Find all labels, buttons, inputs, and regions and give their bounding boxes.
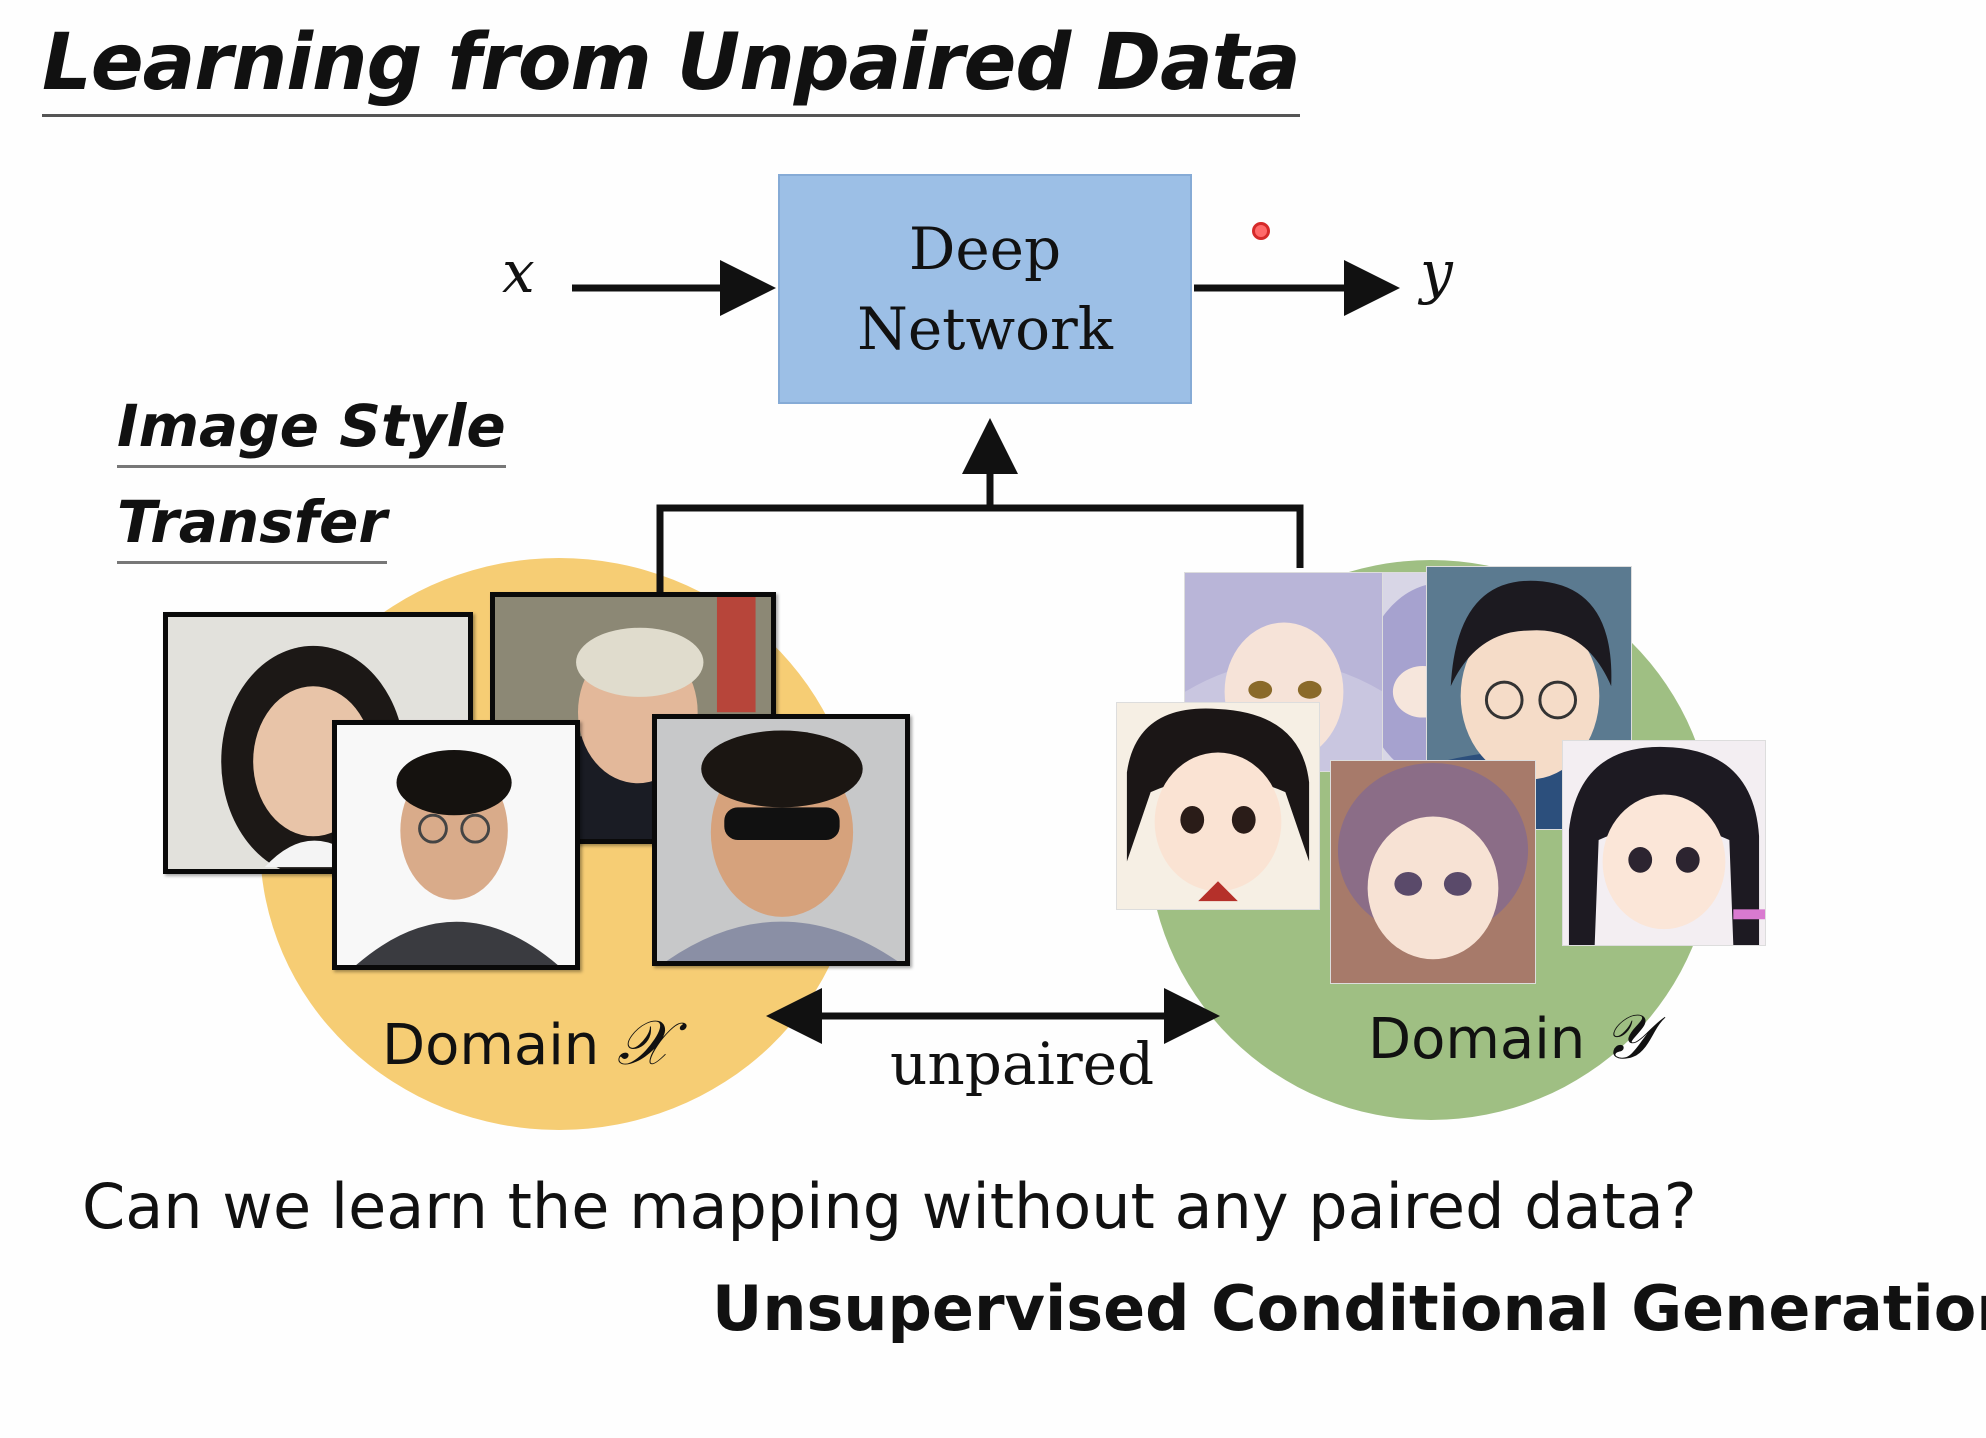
- domain-y-text: Domain: [1368, 1007, 1586, 1072]
- domain-x-text: Domain: [382, 1013, 600, 1078]
- training-data-bracket: [656, 504, 1304, 594]
- domain-y-symbol: 𝒴: [1603, 1000, 1652, 1073]
- subtitle-line-2: Transfer: [117, 483, 387, 564]
- subtitle-line-1: Image Style: [117, 387, 506, 468]
- anime-face-icon: [1331, 761, 1535, 983]
- unpaired-label: unpaired: [890, 1030, 1155, 1098]
- output-symbol: y: [1420, 238, 1453, 306]
- subtitle: Image Style Transfer: [117, 378, 506, 570]
- anime-face-image: [1562, 740, 1766, 946]
- glasses-man-face-icon: [337, 725, 575, 965]
- network-label-line-2: Network: [857, 295, 1113, 363]
- anime-face-image: [1116, 702, 1320, 910]
- sunglasses-man-face-icon: [657, 719, 905, 961]
- domain-y-label: Domain 𝒴: [1368, 1000, 1652, 1074]
- answer-text: Unsupervised Conditional Generation: [712, 1272, 1986, 1345]
- question-text: Can we learn the mapping without any pai…: [82, 1170, 1697, 1243]
- anime-face-icon: [1563, 741, 1765, 945]
- real-face-photo: [652, 714, 910, 966]
- input-symbol: x: [502, 238, 535, 306]
- real-face-photo: [332, 720, 580, 970]
- slide-title: Learning from Unpaired Data: [42, 18, 1301, 117]
- network-label-line-1: Deep: [908, 215, 1062, 283]
- laser-pointer-dot: [1252, 222, 1270, 240]
- domain-x-label: Domain 𝒳: [382, 1006, 670, 1080]
- anime-face-image: [1330, 760, 1536, 984]
- deep-network-box: Deep Network: [778, 174, 1192, 404]
- anime-face-icon: [1117, 703, 1319, 909]
- domain-x-symbol: 𝒳: [617, 1006, 671, 1079]
